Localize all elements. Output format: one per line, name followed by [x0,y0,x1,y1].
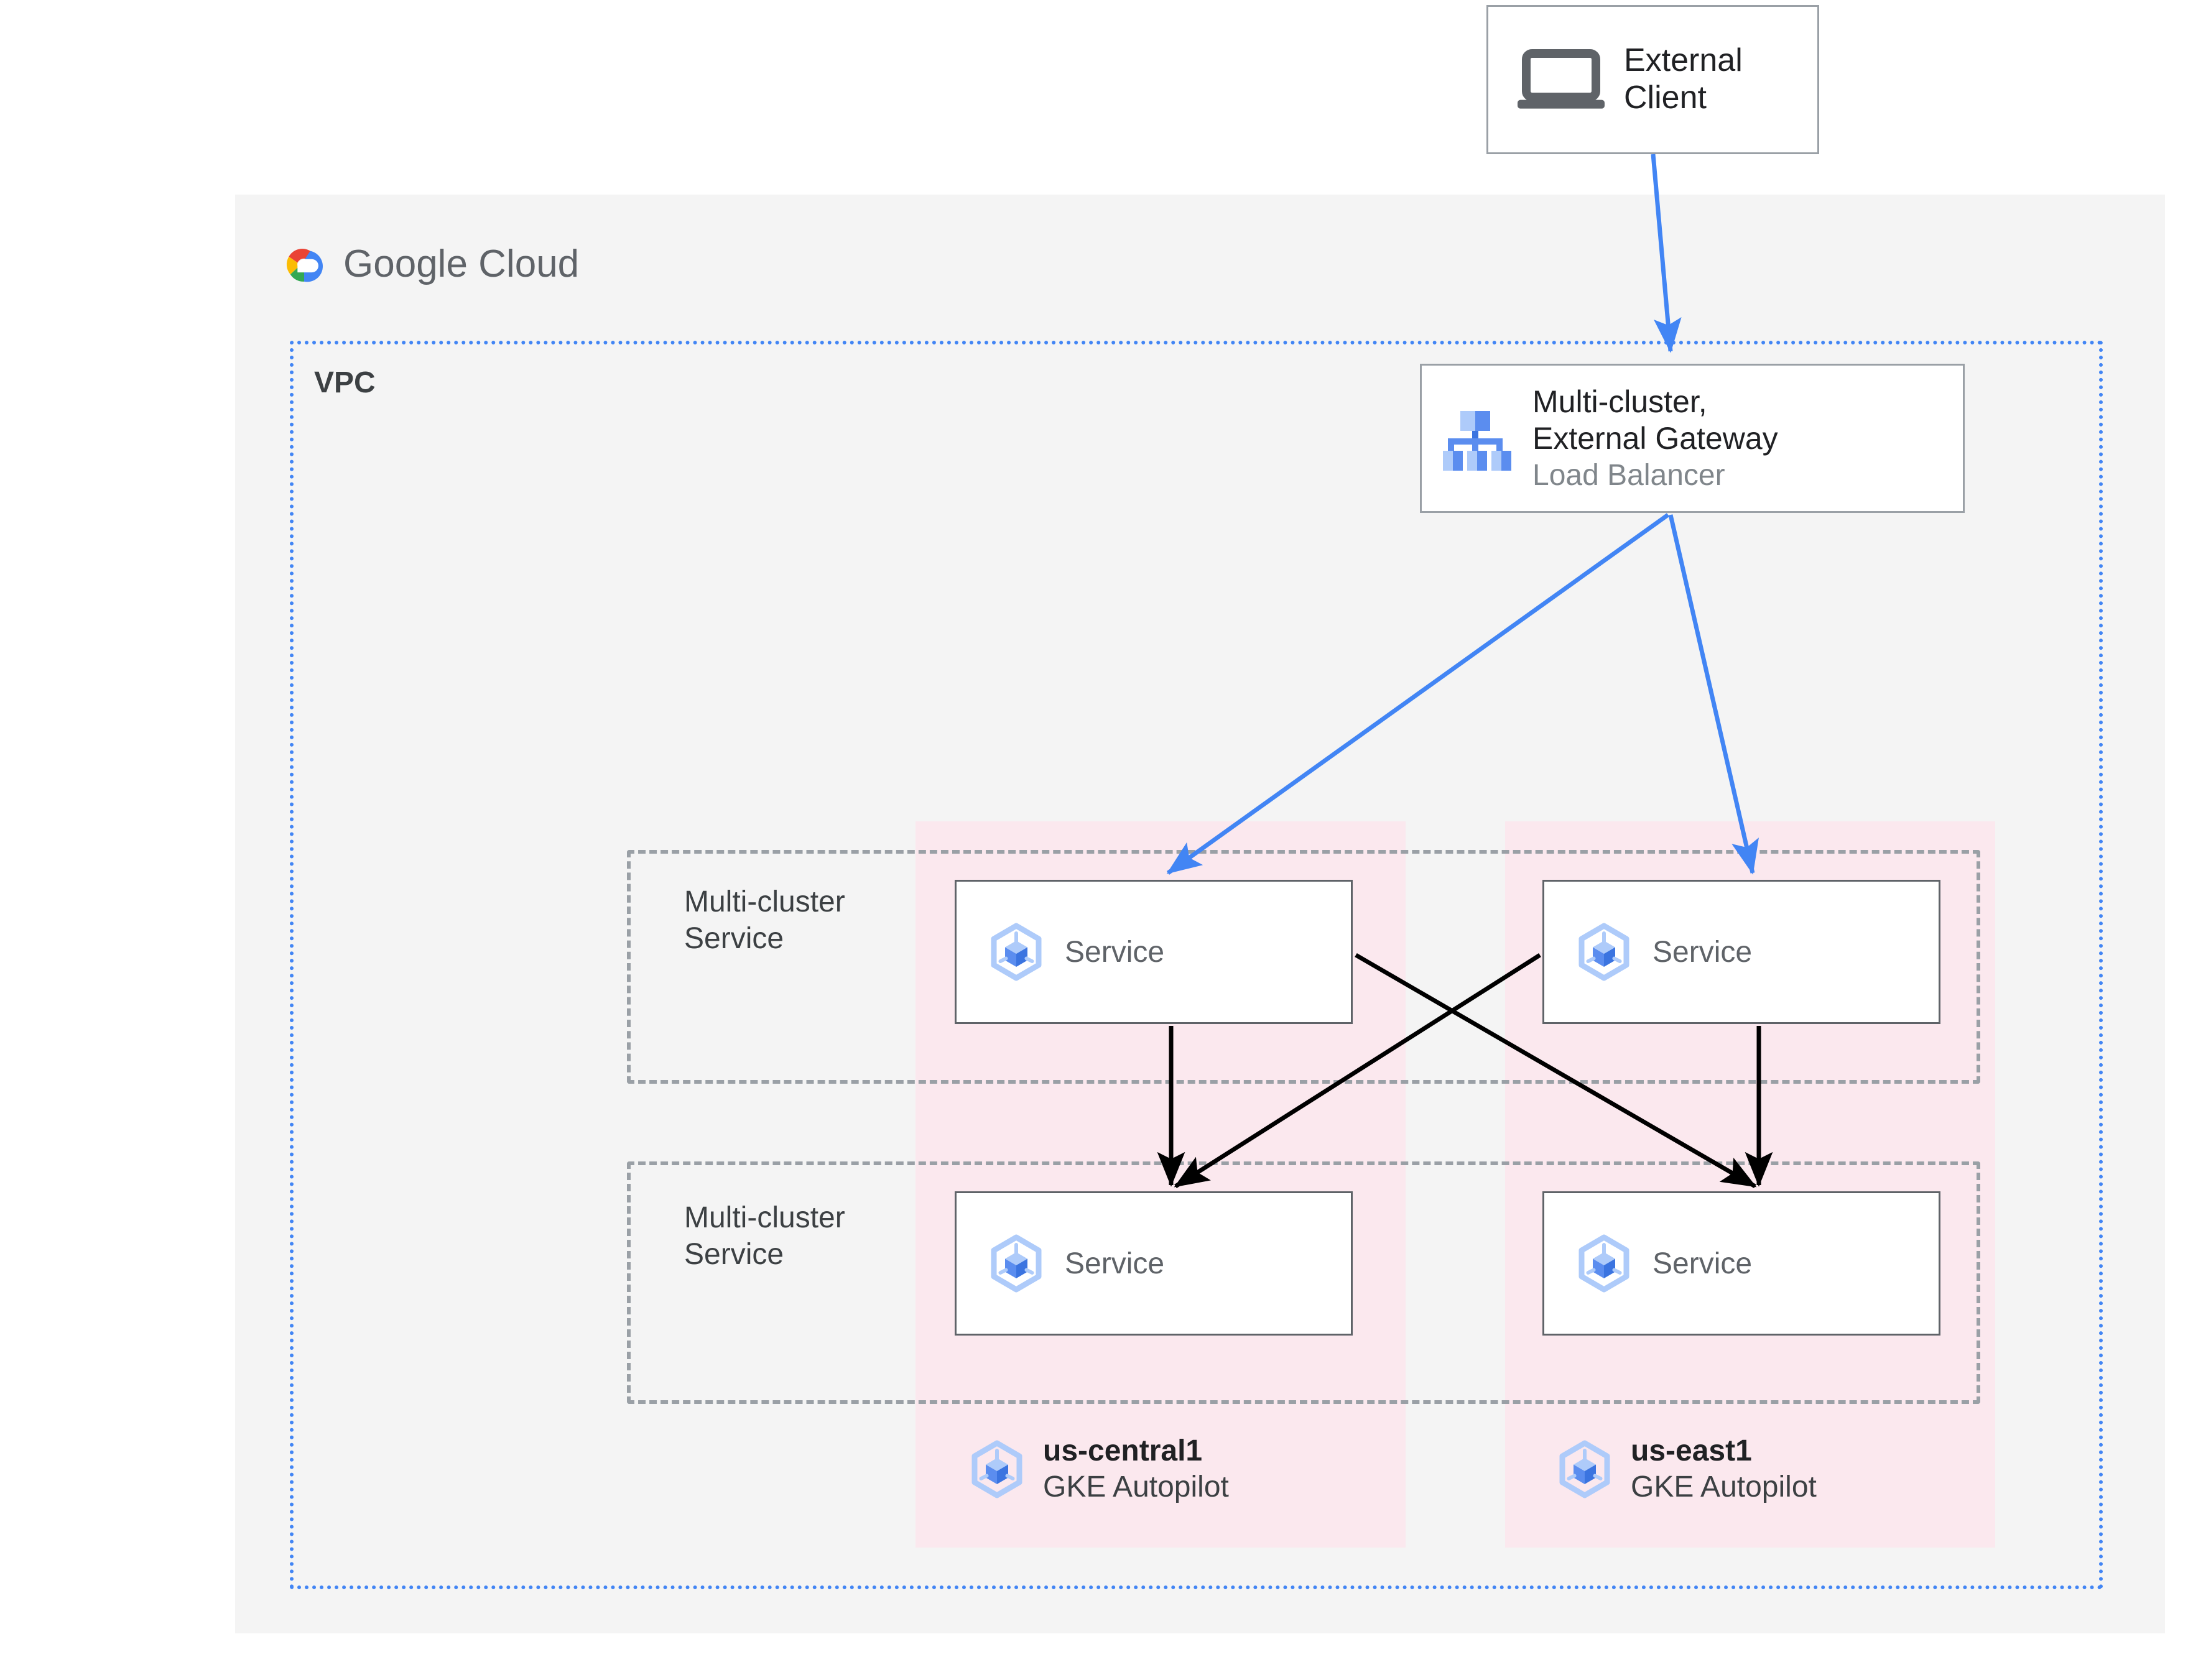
gke-cluster-icon [967,1439,1027,1499]
cluster-name: us-central1 [1043,1434,1203,1467]
gke-service-icon [986,922,1046,982]
mcs-label-top-line1: Multi-cluster [684,885,845,918]
service-box-central-top[interactable]: Service [955,880,1353,1024]
gke-service-icon [1574,922,1634,982]
load-balancer-subtitle: Load Balancer [1532,458,1725,492]
gke-cluster-icon [1555,1439,1615,1499]
load-balancer-title-line2: External Gateway [1532,420,1778,456]
vpc-container [290,341,2103,1589]
google-cloud-logo-text: Google Cloud [343,245,579,284]
service-box-east-top[interactable]: Service [1542,880,1940,1024]
mcs-label-bottom-line2: Service [684,1237,784,1271]
google-cloud-logo: Google Cloud [279,230,689,298]
external-client-label: External Client [1624,42,1743,117]
service-label: Service [1652,1247,1753,1280]
multi-cluster-service-label-bottom: Multi-cluster Service [684,1200,845,1273]
cluster-subtitle: GKE Autopilot [1043,1470,1229,1503]
service-label: Service [1065,1247,1165,1280]
multi-cluster-service-label-top: Multi-cluster Service [684,884,845,957]
cluster-name: us-east1 [1631,1434,1752,1467]
logo-word-cloud: Cloud [478,242,580,285]
load-balancer-box[interactable]: Multi-cluster, External Gateway Load Bal… [1420,364,1965,513]
external-client-box[interactable]: External Client [1486,5,1819,154]
logo-word-google: Google [343,242,468,285]
mcs-label-bottom-line1: Multi-cluster [684,1201,845,1234]
gke-service-icon [986,1234,1046,1293]
laptop-icon [1514,45,1608,114]
cluster-footer-us-central1: us-central1 GKE Autopilot [967,1433,1229,1505]
cluster-footer-us-east1: us-east1 GKE Autopilot [1555,1433,1817,1505]
gke-service-icon [1574,1234,1634,1293]
vpc-label: VPC [314,366,376,399]
google-cloud-logo-icon [279,239,330,290]
load-balancer-title-line1: Multi-cluster, [1532,384,1707,419]
service-label: Service [1652,935,1753,969]
external-client-line1: External [1624,42,1743,79]
service-label: Service [1065,935,1165,969]
load-balancer-icon [1438,399,1518,478]
service-box-central-bottom[interactable]: Service [955,1191,1353,1336]
external-client-line2: Client [1624,80,1707,116]
service-box-east-bottom[interactable]: Service [1542,1191,1940,1336]
mcs-label-top-line2: Service [684,921,784,955]
cluster-subtitle: GKE Autopilot [1631,1470,1817,1503]
